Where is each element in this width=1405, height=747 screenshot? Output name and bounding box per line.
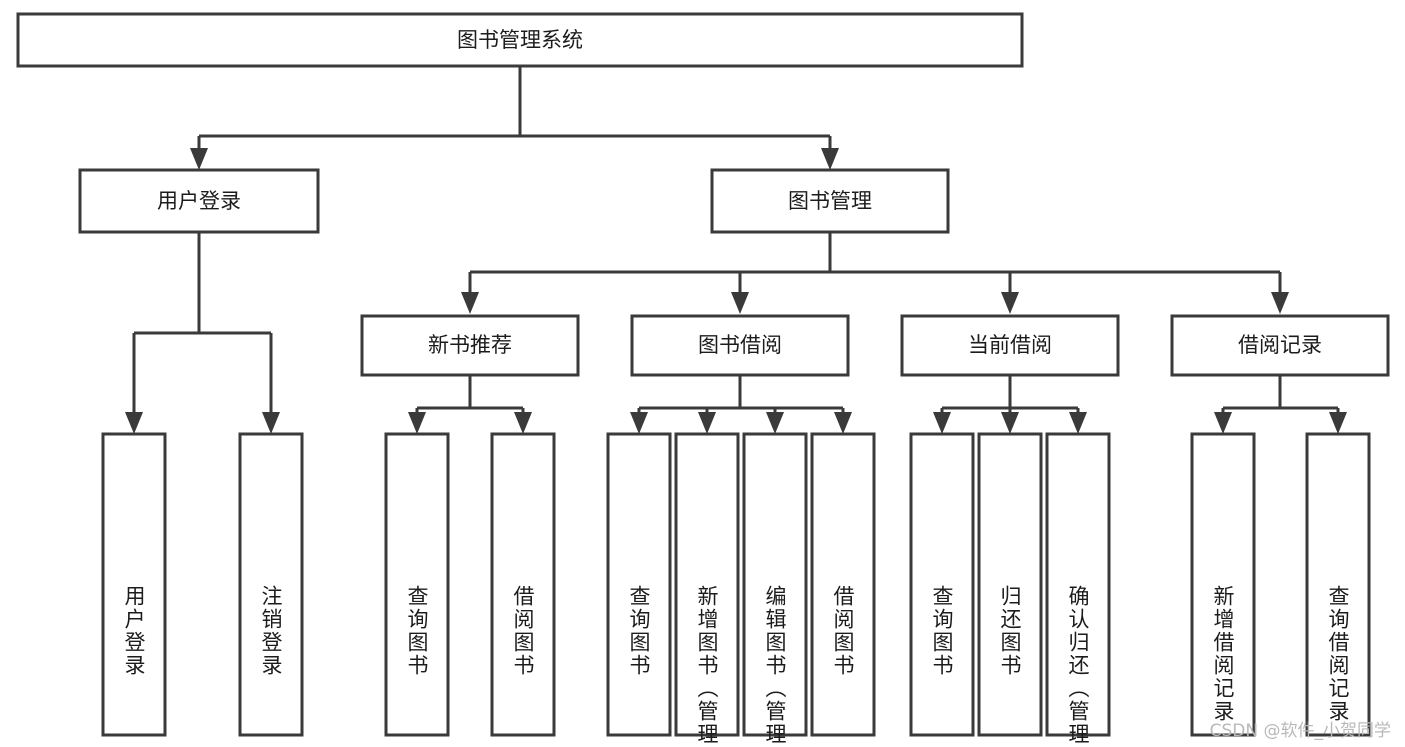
arrow-to-leaf-logout <box>262 412 280 434</box>
leaf-edit-book-label: 编辑图书（管理员） <box>763 585 787 747</box>
arrow-to-leaf-edit-book <box>766 412 784 434</box>
leaf-query-book-2-box[interactable] <box>606 432 672 737</box>
leaf-add-record[interactable]: 新增借阅记录 <box>1190 432 1256 737</box>
leaf-logout-box[interactable] <box>238 432 304 737</box>
leaf-query-book-1-label: 查询图书 <box>405 585 429 677</box>
connector-layer <box>125 66 1347 434</box>
arrow-to-user-login <box>190 148 208 170</box>
leaf-confirm-return-label: 确认归还（管理员） <box>1066 585 1090 747</box>
leaf-user-login[interactable]: 用户登录 <box>101 432 167 737</box>
leaf-confirm-return[interactable]: 确认归还（管理员） <box>1045 432 1111 747</box>
arrow-to-leaf-query-book-2 <box>630 412 648 434</box>
leaf-query-record-label: 查询借阅记录 <box>1326 585 1350 723</box>
leaf-logout-label: 注销登录 <box>259 585 283 677</box>
leaf-user-login-label: 用户登录 <box>122 585 146 677</box>
leaf-add-book-box[interactable] <box>674 432 740 737</box>
leaf-query-book-3[interactable]: 查询图书 <box>909 432 975 737</box>
arrow-to-leaf-add-record <box>1214 412 1232 434</box>
leaf-return-book[interactable]: 归还图书 <box>977 432 1043 737</box>
node-user-login-box[interactable] <box>78 168 320 234</box>
node-book-borrow[interactable]: 图书借阅 <box>630 314 850 377</box>
node-new-book-recommend-box[interactable] <box>360 314 580 377</box>
leaf-query-record-box[interactable] <box>1305 432 1371 737</box>
node-user-login-label: 用户登录 <box>157 189 241 213</box>
arrow-to-new-book-recommend <box>461 292 479 314</box>
node-new-book-recommend-label: 新书推荐 <box>428 333 512 357</box>
arrow-to-leaf-query-record <box>1329 412 1347 434</box>
leaf-borrow-book-2[interactable]: 借阅图书 <box>810 432 876 737</box>
node-book-management-box[interactable] <box>710 168 950 234</box>
leaf-query-record[interactable]: 查询借阅记录 <box>1305 432 1371 737</box>
node-root-label: 图书管理系统 <box>457 28 583 52</box>
node-borrow-record-label: 借阅记录 <box>1238 333 1322 357</box>
leaf-borrow-book-1-box[interactable] <box>490 432 556 737</box>
leaf-user-login-box[interactable] <box>101 432 167 737</box>
leaf-add-book[interactable]: 新增图书（管理员） <box>674 432 740 747</box>
leaf-borrow-book-2-label: 借阅图书 <box>831 585 855 677</box>
node-current-borrow[interactable]: 当前借阅 <box>900 314 1120 377</box>
arrow-to-current-borrow <box>1001 292 1019 314</box>
arrow-to-leaf-confirm-return <box>1069 412 1087 434</box>
node-root[interactable]: 图书管理系统 <box>16 12 1024 68</box>
node-borrow-record[interactable]: 借阅记录 <box>1170 314 1390 377</box>
arrow-to-leaf-borrow-book-2 <box>834 412 852 434</box>
arrow-to-leaf-query-book-3 <box>933 412 951 434</box>
node-current-borrow-label: 当前借阅 <box>968 333 1052 357</box>
node-book-management-label: 图书管理 <box>788 189 872 213</box>
arrow-to-leaf-add-book <box>698 412 716 434</box>
leaf-edit-book[interactable]: 编辑图书（管理员） <box>742 432 808 747</box>
leaf-confirm-return-box[interactable] <box>1045 432 1111 737</box>
leaf-return-book-label: 归还图书 <box>998 585 1022 677</box>
leaf-return-book-box[interactable] <box>977 432 1043 737</box>
node-root-box[interactable] <box>16 12 1024 68</box>
node-borrow-record-box[interactable] <box>1170 314 1390 377</box>
arrow-to-book-borrow <box>731 292 749 314</box>
arrow-to-leaf-borrow-book-1 <box>514 412 532 434</box>
leaf-add-book-label: 新增图书（管理员） <box>695 585 719 747</box>
arrow-to-borrow-record <box>1271 292 1289 314</box>
node-book-borrow-label: 图书借阅 <box>698 333 782 357</box>
leaf-add-record-box[interactable] <box>1190 432 1256 737</box>
node-book-borrow-box[interactable] <box>630 314 850 377</box>
leaf-query-book-1-box[interactable] <box>384 432 450 737</box>
arrow-to-leaf-return-book <box>1001 412 1019 434</box>
node-current-borrow-box[interactable] <box>900 314 1120 377</box>
leaf-borrow-book-1[interactable]: 借阅图书 <box>490 432 556 737</box>
leaf-query-book-2[interactable]: 查询图书 <box>606 432 672 737</box>
node-new-book-recommend[interactable]: 新书推荐 <box>360 314 580 377</box>
leaf-query-book-2-label: 查询图书 <box>627 585 651 677</box>
arrow-to-leaf-user-login <box>125 412 143 434</box>
leaf-query-book-3-label: 查询图书 <box>930 585 954 677</box>
node-book-management[interactable]: 图书管理 <box>710 168 950 234</box>
leaf-borrow-book-2-box[interactable] <box>810 432 876 737</box>
leaf-edit-book-box[interactable] <box>742 432 808 737</box>
node-user-login[interactable]: 用户登录 <box>78 168 320 234</box>
arrow-to-leaf-query-book-1 <box>408 412 426 434</box>
leaf-borrow-book-1-label: 借阅图书 <box>511 585 535 677</box>
arrow-to-book-management <box>821 148 839 170</box>
leaf-query-book-1[interactable]: 查询图书 <box>384 432 450 737</box>
leaf-query-book-3-box[interactable] <box>909 432 975 737</box>
leaf-add-record-label: 新增借阅记录 <box>1211 585 1235 723</box>
leaf-logout[interactable]: 注销登录 <box>238 432 304 737</box>
